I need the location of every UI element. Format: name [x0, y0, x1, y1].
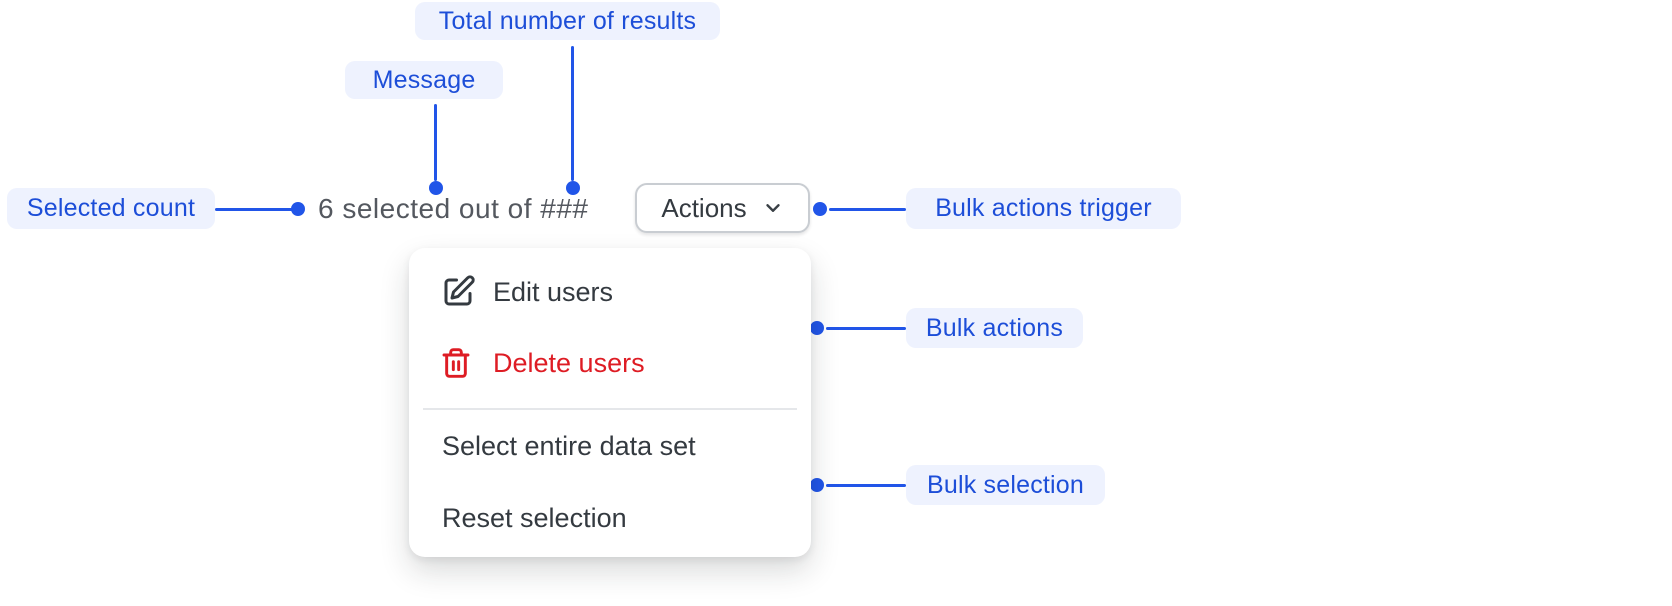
connector-dot-selected-count: [291, 202, 305, 216]
chevron-down-icon: [762, 197, 784, 219]
menu-item-delete-users[interactable]: Delete users: [409, 335, 811, 391]
annotation-total-results: Total number of results: [415, 2, 720, 40]
connector-line-message: [434, 104, 437, 181]
menu-item-label: Reset selection: [442, 502, 627, 533]
menu-item-select-entire-data-set[interactable]: Select entire data set: [409, 418, 811, 474]
selected-count-message: 6 selected out of ###: [318, 193, 589, 224]
connector-line-bulk-actions-trigger: [829, 208, 906, 211]
annotation-message: Message: [345, 61, 503, 99]
menu-divider: [423, 408, 797, 410]
annotation-bulk-selection: Bulk selection: [906, 465, 1105, 505]
connector-line-bulk-actions: [826, 327, 906, 330]
bulk-actions-trigger-button[interactable]: Actions: [635, 183, 810, 233]
annotation-bulk-actions-trigger: Bulk actions trigger: [906, 188, 1181, 229]
connector-dot-bulk-actions: [810, 321, 824, 335]
menu-item-edit-users[interactable]: Edit users: [409, 264, 811, 320]
connector-line-total-results: [571, 46, 574, 181]
menu-item-reset-selection[interactable]: Reset selection: [409, 490, 811, 546]
annotation-bulk-actions: Bulk actions: [906, 308, 1083, 348]
bulk-actions-menu: Edit users Delete users Select entire da…: [409, 248, 811, 557]
menu-item-label: Delete users: [493, 347, 645, 378]
menu-item-label: Edit users: [493, 276, 614, 307]
connector-line-bulk-selection: [826, 484, 906, 487]
trash-icon: [440, 347, 478, 379]
annotation-selected-count: Selected count: [7, 188, 215, 229]
connector-dot-bulk-selection: [810, 478, 824, 492]
menu-item-label: Select entire data set: [442, 430, 696, 461]
edit-icon: [440, 274, 478, 310]
connector-dot-bulk-actions-trigger: [813, 202, 827, 216]
actions-button-label: Actions: [661, 192, 747, 223]
connector-line-selected-count: [215, 208, 293, 211]
connector-dot-total-results: [566, 181, 580, 195]
connector-dot-message: [429, 181, 443, 195]
